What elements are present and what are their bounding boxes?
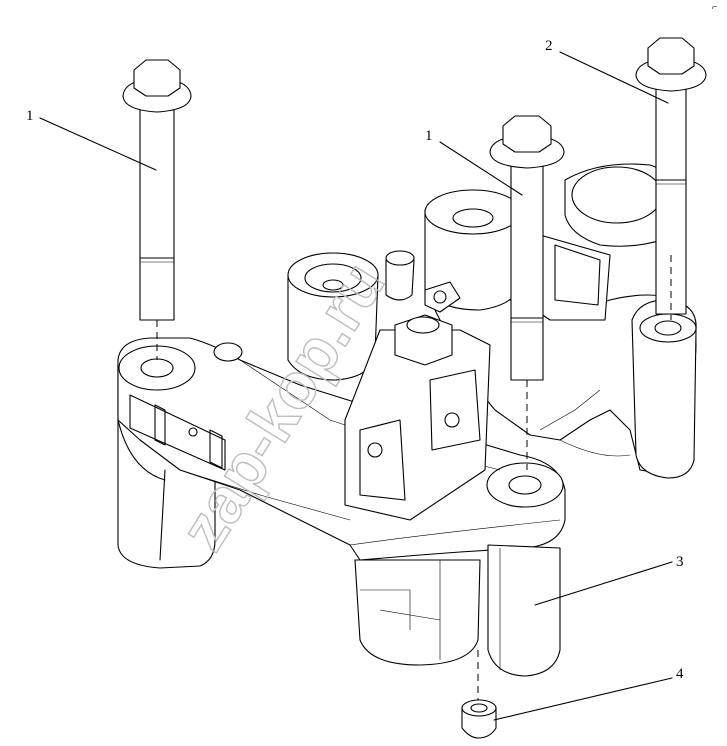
- bolt-left: [122, 59, 192, 360]
- bridge-housing: [117, 294, 697, 677]
- callout-label-bridge-housing: 3: [676, 554, 684, 570]
- leader-lines: [39, 51, 673, 721]
- upper-components: [213, 163, 679, 521]
- callout-label-bolt-long: 2: [545, 38, 553, 54]
- sleeve: [461, 650, 497, 739]
- callout-label-sleeve: 4: [676, 666, 684, 682]
- callout-label-bolt-center: 1: [425, 128, 433, 144]
- bolt-long: [635, 37, 707, 320]
- bolt-center: [489, 115, 565, 470]
- callout-label-bolt-left: 1: [26, 108, 34, 124]
- corner-mark: ⌐: [712, 2, 718, 13]
